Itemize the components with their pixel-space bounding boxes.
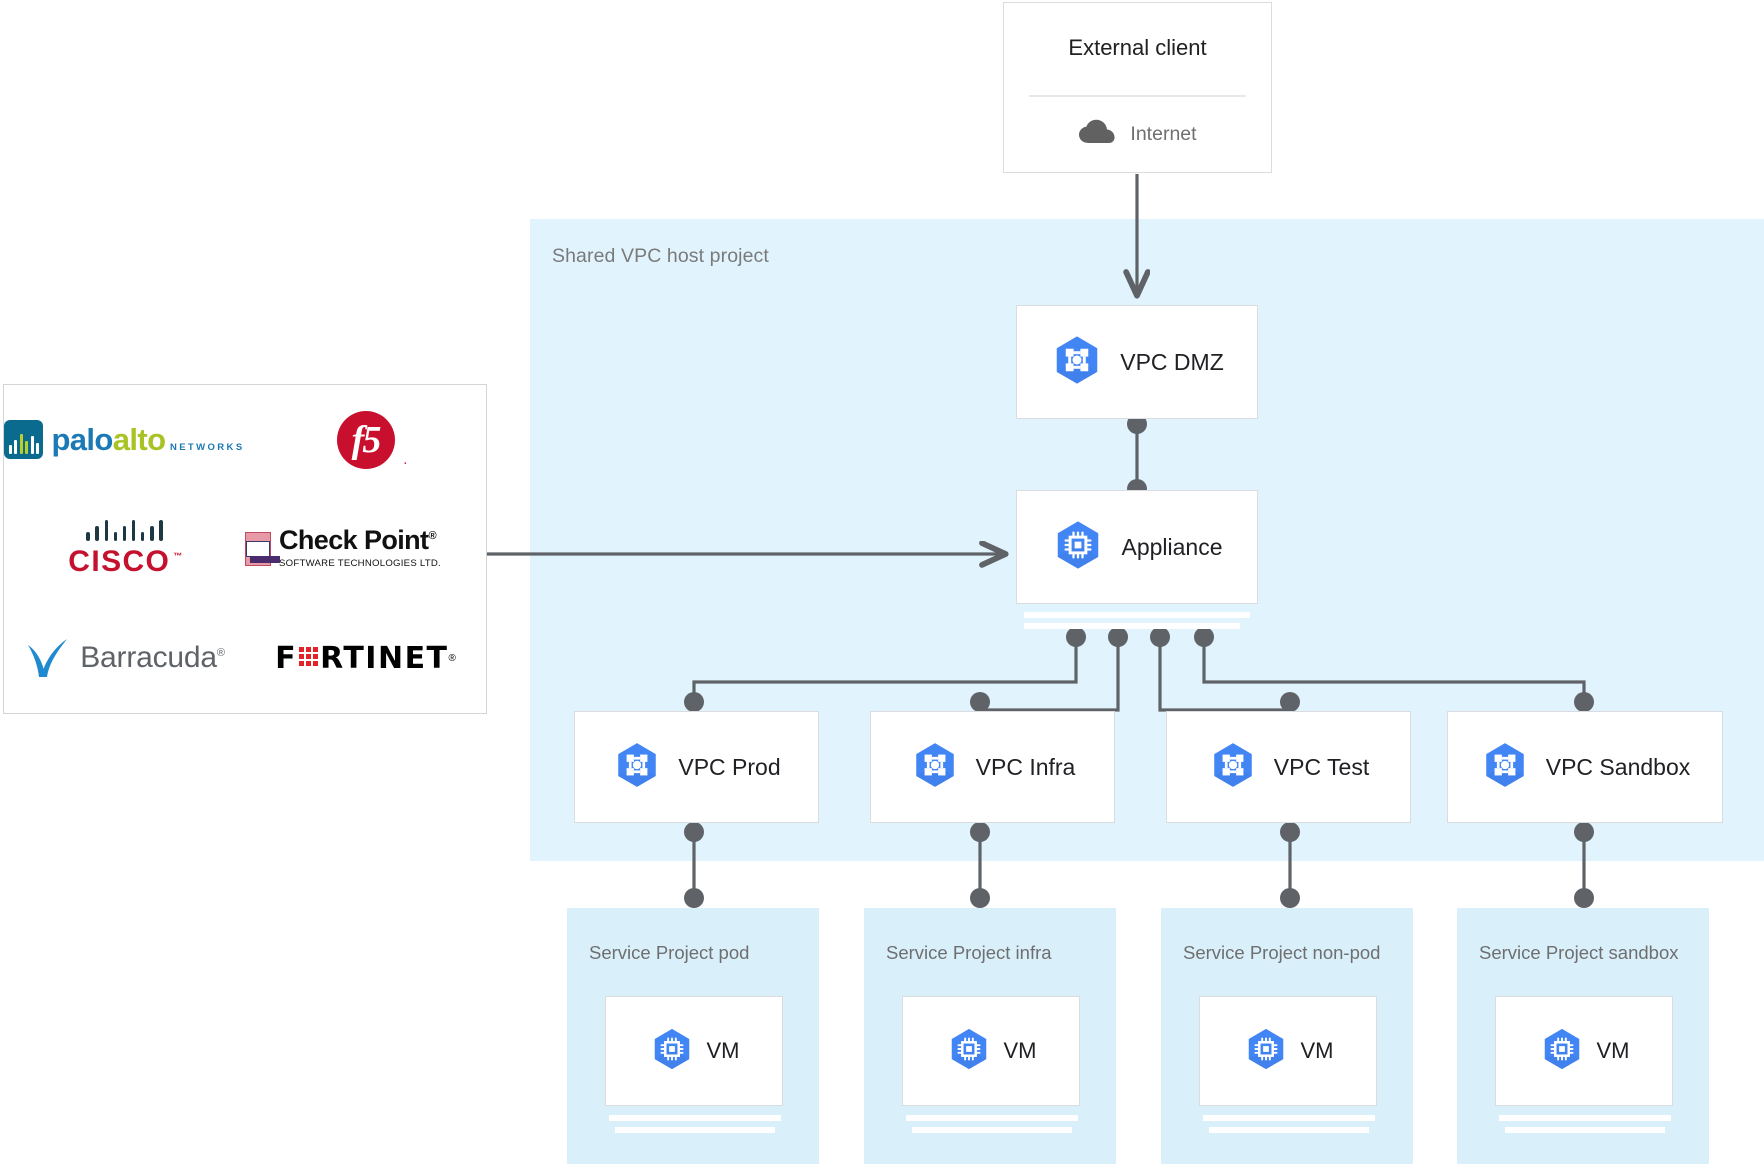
service-project-title: Service Project sandbox (1479, 942, 1679, 963)
checkpoint-subtext: SOFTWARE TECHNOLOGIES LTD. (279, 558, 441, 570)
paloalto-word-1: palo (51, 422, 113, 458)
cisco-tm: ™ (173, 550, 184, 561)
node-vpc-infra[interactable]: VPC Infra (870, 711, 1115, 823)
vpc-network-icon (612, 740, 662, 795)
vm-label: VM (1300, 1038, 1334, 1063)
fortinet-dot-matrix-icon (299, 646, 319, 666)
node-vpc-test[interactable]: VPC Test (1166, 711, 1411, 823)
vm-stack-lines (1203, 1109, 1375, 1133)
service-project-sandbox[interactable]: Service Project sandbox VM (1457, 908, 1709, 1164)
barracuda-wordmark: Barracuda (80, 641, 217, 675)
vendor-logos-panel: paloalto NETWORKS f5 . (3, 384, 487, 714)
vm-card[interactable]: VM (902, 996, 1080, 1106)
vendor-fortinet: F RTINET ® (245, 604, 486, 713)
fortinet-wordmark-b: RTINET (320, 640, 449, 676)
vpc-network-icon (910, 740, 960, 795)
node-label: VPC Test (1273, 753, 1370, 780)
external-client-title: External client (1068, 35, 1207, 60)
internet-label: Internet (1130, 123, 1197, 145)
vm-instance-icon (946, 1026, 992, 1077)
fortinet-wordmark-a: F (275, 640, 298, 676)
vm-label: VM (706, 1038, 740, 1063)
paloalto-subtext: NETWORKS (169, 442, 245, 454)
node-label: VPC Sandbox (1545, 753, 1691, 780)
cpu-chip-icon (1051, 518, 1105, 577)
service-project-title: Service Project infra (886, 942, 1052, 963)
fortinet-reg: ® (448, 652, 456, 664)
vpc-network-icon (1480, 740, 1530, 795)
node-label: VPC Infra (975, 753, 1076, 780)
vm-instance-icon (649, 1026, 695, 1077)
vendor-f5: f5 . (245, 385, 486, 494)
divider (1029, 95, 1246, 97)
service-project-non-pod[interactable]: Service Project non-pod VM (1161, 908, 1413, 1164)
external-client-card[interactable]: External client Internet (1003, 2, 1272, 173)
vm-card[interactable]: VM (605, 996, 783, 1106)
cisco-bars-icon (68, 519, 180, 541)
vm-instance-icon (1243, 1026, 1289, 1077)
vm-stack-lines (1499, 1109, 1671, 1133)
service-project-title: Service Project non-pod (1183, 942, 1381, 963)
cisco-wordmark: CISCO (68, 544, 171, 578)
checkpoint-mark-icon (245, 531, 280, 566)
node-vpc-dmz[interactable]: VPC DMZ (1016, 305, 1258, 419)
paloalto-wordmark: paloalto NETWORKS (51, 424, 244, 455)
vm-instance-icon (1539, 1026, 1585, 1077)
node-vpc-sandbox[interactable]: VPC Sandbox (1447, 711, 1723, 823)
vm-stack-lines (906, 1109, 1078, 1133)
vm-card[interactable]: VM (1199, 996, 1377, 1106)
service-project-pod[interactable]: Service Project pod VM (567, 908, 819, 1164)
paloalto-word-2: alto (112, 422, 166, 458)
vm-stack-lines (609, 1109, 781, 1133)
node-vpc-prod[interactable]: VPC Prod (574, 711, 819, 823)
vm-label: VM (1596, 1038, 1630, 1063)
vpc-network-icon (1208, 740, 1258, 795)
vpc-network-icon (1050, 333, 1104, 392)
checkpoint-reg: ® (428, 530, 436, 543)
node-label: VPC DMZ (1120, 348, 1224, 375)
checkpoint-wordmark: Check Point (279, 525, 429, 556)
vendor-barracuda: Barracuda® (4, 604, 245, 713)
barracuda-fin-icon (24, 637, 70, 679)
f5-wordmark: f5 (351, 418, 382, 461)
service-project-infra[interactable]: Service Project infra VM (864, 908, 1116, 1164)
vm-label: VM (1003, 1038, 1037, 1063)
internet-row: Internet (1004, 119, 1271, 150)
barracuda-reg: ® (216, 647, 225, 660)
service-project-title: Service Project pod (589, 942, 750, 963)
paloalto-mark-icon (4, 420, 44, 460)
shared-vpc-host-label: Shared VPC host project (552, 245, 769, 267)
node-appliance[interactable]: Appliance (1016, 490, 1258, 604)
node-label: Appliance (1121, 533, 1223, 560)
vm-card[interactable]: VM (1495, 996, 1673, 1106)
vendor-checkpoint: Check Point® SOFTWARE TECHNOLOGIES LTD. (245, 494, 486, 603)
vendor-paloalto: paloalto NETWORKS (4, 385, 245, 494)
node-label: VPC Prod (678, 753, 781, 780)
f5-logo-icon: f5 . (336, 410, 406, 469)
cloud-icon (1078, 119, 1116, 150)
